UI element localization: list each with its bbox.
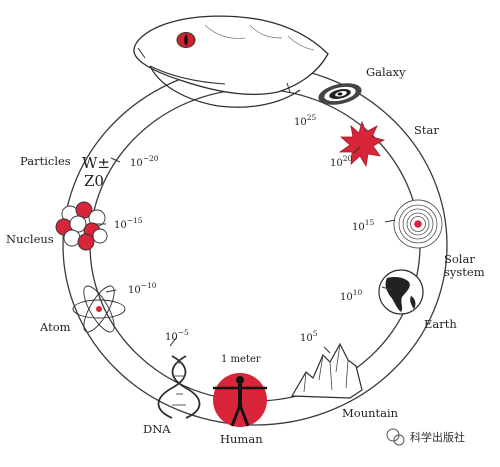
mountain-icon bbox=[290, 342, 363, 399]
label-one-meter: 1 meter bbox=[221, 354, 261, 365]
dna-icon bbox=[157, 355, 201, 419]
label-mountain: Mountain bbox=[342, 406, 399, 420]
label-solar-system-line2: system bbox=[444, 265, 485, 279]
atom-icon bbox=[72, 285, 126, 333]
human-icon bbox=[213, 373, 267, 427]
scale-label-10e-10: 10−10 bbox=[128, 281, 157, 296]
nucleus-icon bbox=[55, 201, 108, 251]
scale-label-10e-15: 10−15 bbox=[114, 216, 143, 231]
scale-label-10e-5: 10−5 bbox=[165, 328, 189, 343]
label-human: Human bbox=[220, 432, 263, 446]
label-solar-system: Solar system bbox=[444, 252, 485, 279]
label-galaxy: Galaxy bbox=[366, 65, 406, 79]
label-star: Star bbox=[414, 123, 439, 137]
galaxy-icon bbox=[318, 83, 362, 105]
scale-label-10e10: 1010 bbox=[340, 288, 363, 303]
solar-system-icon bbox=[393, 199, 443, 249]
snake-eye bbox=[176, 32, 196, 48]
label-dna: DNA bbox=[143, 422, 171, 436]
label-z-boson: Z0 bbox=[84, 172, 104, 190]
label-w-boson: W± bbox=[82, 154, 110, 172]
scale-label-10e-20: 10−20 bbox=[130, 154, 159, 169]
snake-body bbox=[62, 64, 448, 426]
earth-icon bbox=[378, 269, 424, 315]
scale-label-10e5: 105 bbox=[300, 329, 318, 344]
label-nucleus: Nucleus bbox=[6, 232, 54, 246]
snake-head bbox=[133, 15, 329, 108]
label-particles: Particles bbox=[20, 154, 71, 168]
scale-label-10e20: 1020 bbox=[330, 154, 353, 169]
watermark-text: 科学出版社 bbox=[410, 430, 465, 444]
star-icon bbox=[338, 120, 386, 168]
label-solar-system-line1: Solar bbox=[444, 252, 475, 266]
scale-label-10e15: 1015 bbox=[352, 218, 375, 233]
scale-label-10e25: 1025 bbox=[294, 113, 317, 128]
label-atom: Atom bbox=[39, 320, 71, 334]
watermark: 科学出版社 bbox=[386, 428, 465, 446]
scale-ticks bbox=[96, 82, 396, 354]
label-earth: Earth bbox=[424, 317, 457, 331]
